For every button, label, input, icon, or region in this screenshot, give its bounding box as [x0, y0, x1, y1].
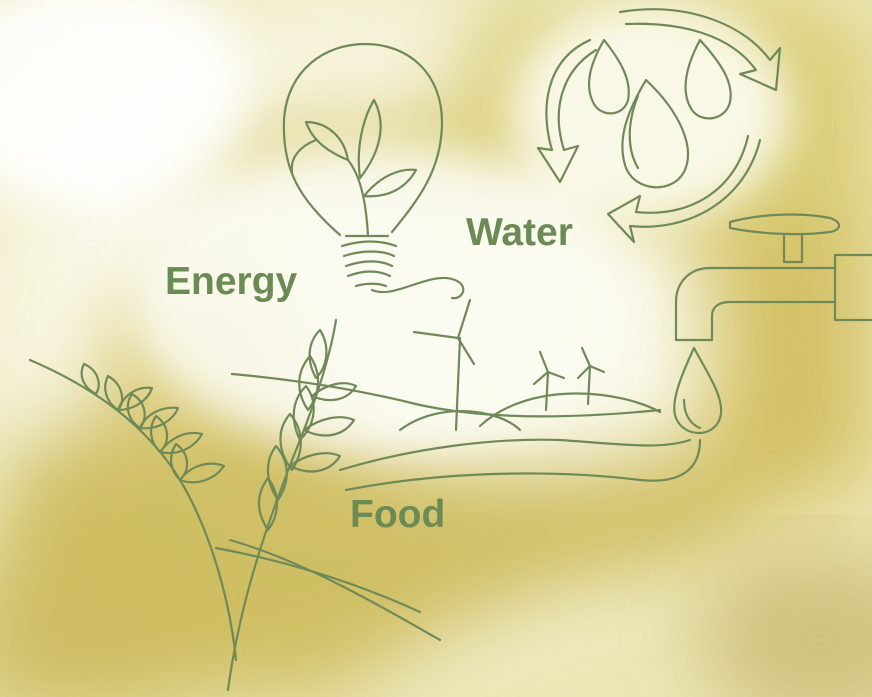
light-bulb-icon	[284, 44, 463, 298]
energy-label: Energy	[165, 262, 297, 301]
water-drop-icon	[674, 348, 721, 433]
water-label: Water	[466, 213, 573, 252]
leaf-sprout-icon	[292, 100, 416, 236]
food-label: Food	[350, 495, 445, 534]
wind-turbine-icon	[534, 352, 564, 410]
faucet-icon	[676, 215, 872, 340]
water-cycle-icon	[538, 9, 780, 242]
